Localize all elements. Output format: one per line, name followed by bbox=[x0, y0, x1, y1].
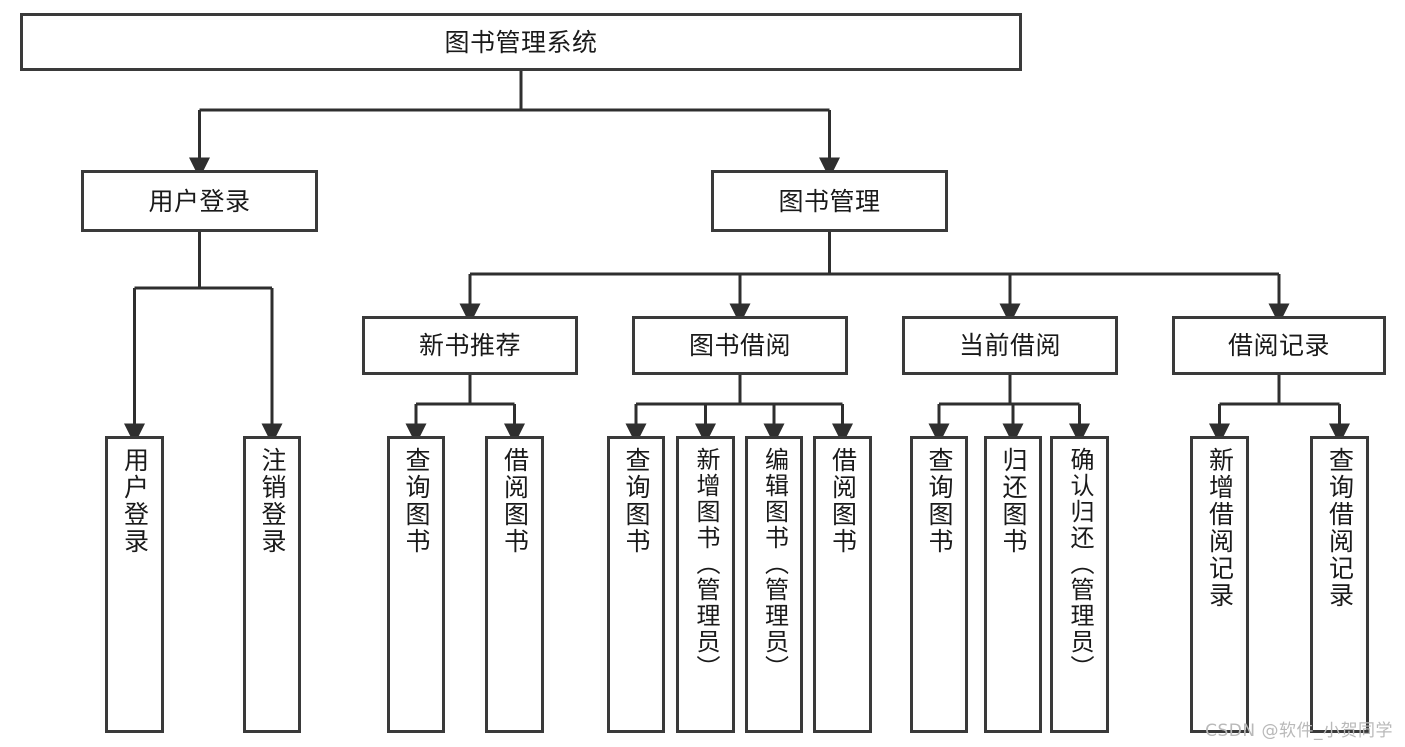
node-new-book-recommend[interactable]: 新书推荐 bbox=[362, 316, 578, 375]
leaf-user-login-label: 用户登录 bbox=[120, 447, 150, 555]
leaf-confirm-return-admin[interactable]: 确认归还（管理员） bbox=[1050, 436, 1109, 733]
leaf-return-book[interactable]: 归还图书 bbox=[984, 436, 1042, 733]
node-book-borrow[interactable]: 图书借阅 bbox=[632, 316, 848, 375]
node-borrow-record[interactable]: 借阅记录 bbox=[1172, 316, 1386, 375]
node-current-borrow[interactable]: 当前借阅 bbox=[902, 316, 1118, 375]
node-new-book-recommend-label: 新书推荐 bbox=[418, 331, 521, 360]
leaf-borrow-book-recommend-label: 借阅图书 bbox=[500, 447, 530, 555]
node-borrow-record-label: 借阅记录 bbox=[1227, 331, 1330, 360]
leaf-query-book-recommend-label: 查询图书 bbox=[402, 447, 431, 555]
node-user-login-label: 用户登录 bbox=[148, 186, 251, 216]
leaf-edit-book-admin-label: 编辑图书（管理员） bbox=[760, 447, 789, 681]
leaf-query-borrow-record[interactable]: 查询借阅记录 bbox=[1310, 436, 1369, 733]
leaf-borrow-book-label: 借阅图书 bbox=[828, 447, 858, 555]
node-root-label: 图书管理系统 bbox=[444, 27, 598, 57]
leaf-query-book-borrow[interactable]: 查询图书 bbox=[607, 436, 665, 733]
leaf-query-book-borrow-label: 查询图书 bbox=[622, 447, 651, 555]
leaf-query-book-current-label: 查询图书 bbox=[925, 447, 954, 555]
leaf-logout[interactable]: 注销登录 bbox=[243, 436, 301, 733]
leaf-add-book-admin[interactable]: 新增图书（管理员） bbox=[676, 436, 735, 733]
node-book-management[interactable]: 图书管理 bbox=[711, 170, 948, 232]
node-current-borrow-label: 当前借阅 bbox=[958, 331, 1061, 360]
leaf-add-book-admin-label: 新增图书（管理员） bbox=[691, 447, 720, 681]
csdn-watermark: CSDN @软件_小贺同学 bbox=[1205, 721, 1393, 741]
leaf-add-borrow-record[interactable]: 新增借阅记录 bbox=[1190, 436, 1249, 733]
leaf-borrow-book[interactable]: 借阅图书 bbox=[813, 436, 872, 733]
node-user-login[interactable]: 用户登录 bbox=[81, 170, 318, 232]
leaf-query-borrow-record-label: 查询借阅记录 bbox=[1325, 447, 1355, 609]
leaf-confirm-return-admin-label: 确认归还（管理员） bbox=[1065, 447, 1094, 681]
node-book-management-label: 图书管理 bbox=[778, 186, 881, 216]
leaf-query-book-recommend[interactable]: 查询图书 bbox=[387, 436, 445, 733]
leaf-user-login[interactable]: 用户登录 bbox=[105, 436, 164, 733]
leaf-edit-book-admin[interactable]: 编辑图书（管理员） bbox=[745, 436, 803, 733]
node-root[interactable]: 图书管理系统 bbox=[20, 13, 1022, 71]
leaf-add-borrow-record-label: 新增借阅记录 bbox=[1205, 447, 1235, 609]
leaf-borrow-book-recommend[interactable]: 借阅图书 bbox=[485, 436, 544, 733]
leaf-return-book-label: 归还图书 bbox=[999, 447, 1028, 555]
node-book-borrow-label: 图书借阅 bbox=[688, 331, 791, 360]
leaf-query-book-current[interactable]: 查询图书 bbox=[910, 436, 968, 733]
leaf-logout-label: 注销登录 bbox=[258, 447, 287, 555]
